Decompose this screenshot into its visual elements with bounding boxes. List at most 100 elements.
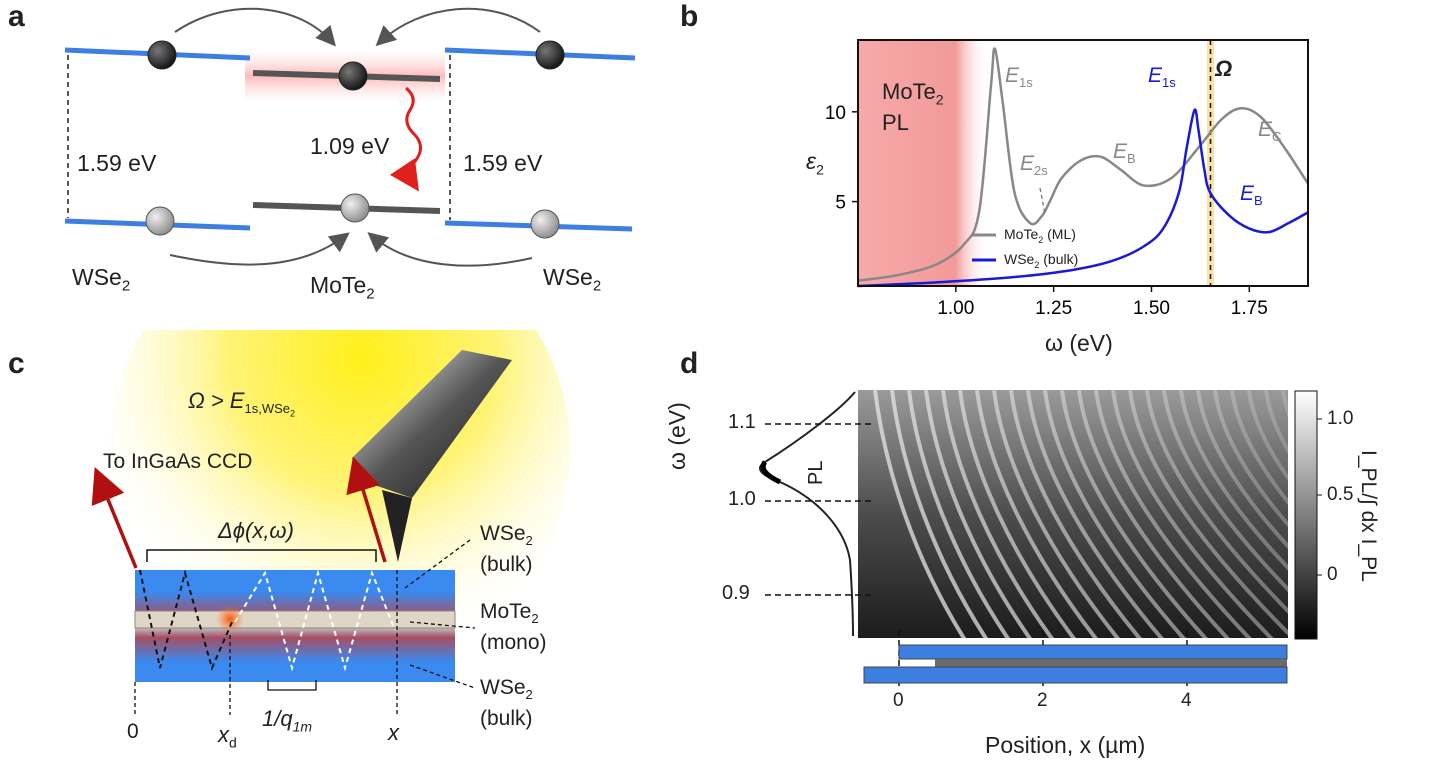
- colorbar: [1294, 390, 1318, 640]
- sample-bar-bot: [863, 666, 1288, 684]
- mote2-e1s-label: E1s: [1005, 64, 1033, 91]
- left-material-label: WSe2: [72, 264, 131, 295]
- axis-x-label: x: [388, 720, 399, 745]
- pl-label: PL: [805, 460, 827, 485]
- ytick-label: 5: [835, 193, 846, 214]
- panel-b-xlabel: ω (eV): [1045, 330, 1113, 356]
- fringe: [1060, 390, 1208, 638]
- hole-right: [530, 209, 560, 239]
- fringe: [1094, 390, 1252, 638]
- tip-body: [352, 350, 512, 498]
- arrow-hole-right: [367, 232, 533, 267]
- left-gap-label: 1.59 eV: [77, 150, 157, 176]
- ccd-arrow-left: [91, 467, 138, 569]
- phase-label: Δϕ(x,ω): [218, 518, 294, 543]
- fringe: [975, 390, 1098, 638]
- omega-band: [1207, 40, 1214, 286]
- phase-bracket: [146, 549, 377, 562]
- omega-label: Ω: [1215, 56, 1233, 81]
- colorbar-tick-3: 0: [1327, 564, 1338, 585]
- sample-bar-top: [898, 644, 1288, 660]
- panel-label-b: b: [680, 0, 699, 33]
- xtick-label: 1.50: [1133, 298, 1170, 319]
- layer-bot-label: WSe2(bulk): [480, 676, 533, 731]
- panel-label-c: c: [8, 347, 25, 380]
- wse2-eb-label: EB: [1240, 182, 1263, 209]
- fringe: [924, 390, 1033, 638]
- fringe: [992, 390, 1120, 638]
- panel-d-ytick-1: 1.1: [728, 411, 756, 433]
- center-material-label: MoTe2: [310, 272, 375, 303]
- emission-arrow: [389, 86, 422, 192]
- right-gap-label: 1.59 eV: [463, 150, 543, 176]
- colorbar-tick-2: 0.5: [1327, 484, 1354, 505]
- ccd-arrow-right: [346, 456, 387, 563]
- fringe: [873, 390, 967, 638]
- mote2-ec-label: EC: [1258, 118, 1282, 145]
- fringe: [1145, 390, 1288, 614]
- sample-bar-mid: [935, 659, 1287, 667]
- series-line-wse2: [857, 108, 1309, 288]
- ytick-label: 10: [825, 103, 846, 124]
- fringe: [1043, 390, 1186, 638]
- fringe: [1213, 390, 1288, 528]
- fringe: [1077, 390, 1230, 638]
- panel-label-d: d: [680, 347, 699, 380]
- panel-d-ylabel: ω (eV): [664, 402, 690, 470]
- arrow-electron-right: [375, 7, 541, 47]
- fringe: [890, 390, 989, 638]
- legend-item-wse2: WSe2 (bulk): [1004, 251, 1079, 270]
- mote2-e2s-label: E2s: [1020, 152, 1048, 179]
- electron-left: [147, 40, 177, 70]
- leader-bot: [409, 664, 476, 689]
- leader-mid: [409, 621, 476, 629]
- xtick-label: 1.25: [1035, 298, 1072, 319]
- fringe: [941, 390, 1055, 638]
- arrow-electron-left: [174, 7, 336, 47]
- panel-d-xtick-4: 4: [1181, 690, 1192, 711]
- fringe: [958, 390, 1077, 638]
- axis-q-label: 1/q1m: [262, 706, 313, 735]
- pl-spectrum: [759, 391, 856, 637]
- legend-item-mote2: MoTe2 (ML): [1004, 226, 1076, 245]
- panel-d-ytick-3: 0.9: [722, 582, 750, 604]
- fringe: [1128, 390, 1288, 636]
- xtick-label: 1.75: [1231, 298, 1268, 319]
- fringe: [1247, 390, 1288, 482]
- layer-top-label: WSe2(bulk): [480, 522, 533, 577]
- xtick-label: 1.00: [937, 298, 974, 319]
- colorbar-label: I_PL/∫ dx I_PL: [1357, 450, 1380, 582]
- condition-label: Ω > E1s,WSe2: [188, 388, 296, 419]
- wse2-e1s-label: E1s: [1148, 64, 1176, 91]
- panel-b-chart: 1.00 1.25 1.50 1.75 5 10: [825, 39, 1310, 319]
- fringe: [1111, 390, 1274, 638]
- panel-d-xlabel: Position, x (µm): [985, 732, 1146, 758]
- panel-label-a: a: [8, 0, 25, 33]
- plot-frame: [857, 39, 1309, 287]
- panel-a-diagram: [64, 7, 636, 267]
- electron-center: [338, 61, 368, 91]
- fringe: [1009, 390, 1142, 638]
- tip-apex: [382, 490, 412, 562]
- fringe: [907, 390, 1011, 638]
- q-bracket: [267, 680, 317, 691]
- right-material-label: WSe2: [543, 264, 602, 295]
- pl-shade-label: MoTe2 PL: [882, 79, 944, 136]
- panel-c-diagram: [91, 330, 570, 715]
- fringe: [1162, 390, 1288, 593]
- zigzag-white: [234, 569, 396, 672]
- zigzag-black: [139, 569, 233, 671]
- fringe: [1230, 390, 1288, 506]
- axis-origin-label: 0: [127, 720, 139, 743]
- pl-shade: [858, 40, 988, 286]
- arrow-hole-left: [169, 232, 350, 266]
- mote2-layer: [134, 610, 456, 629]
- pl-spectrum-fill: [760, 460, 782, 485]
- hole-center: [340, 193, 370, 223]
- panel-b-ylabel: ε2: [806, 148, 824, 178]
- axis-xd-label: xd: [218, 722, 237, 751]
- panel-d-xtick-0: 0: [893, 690, 904, 711]
- electron-right: [535, 40, 565, 70]
- fringe: [1264, 390, 1288, 455]
- ccd-label: To InGaAs CCD: [103, 450, 253, 473]
